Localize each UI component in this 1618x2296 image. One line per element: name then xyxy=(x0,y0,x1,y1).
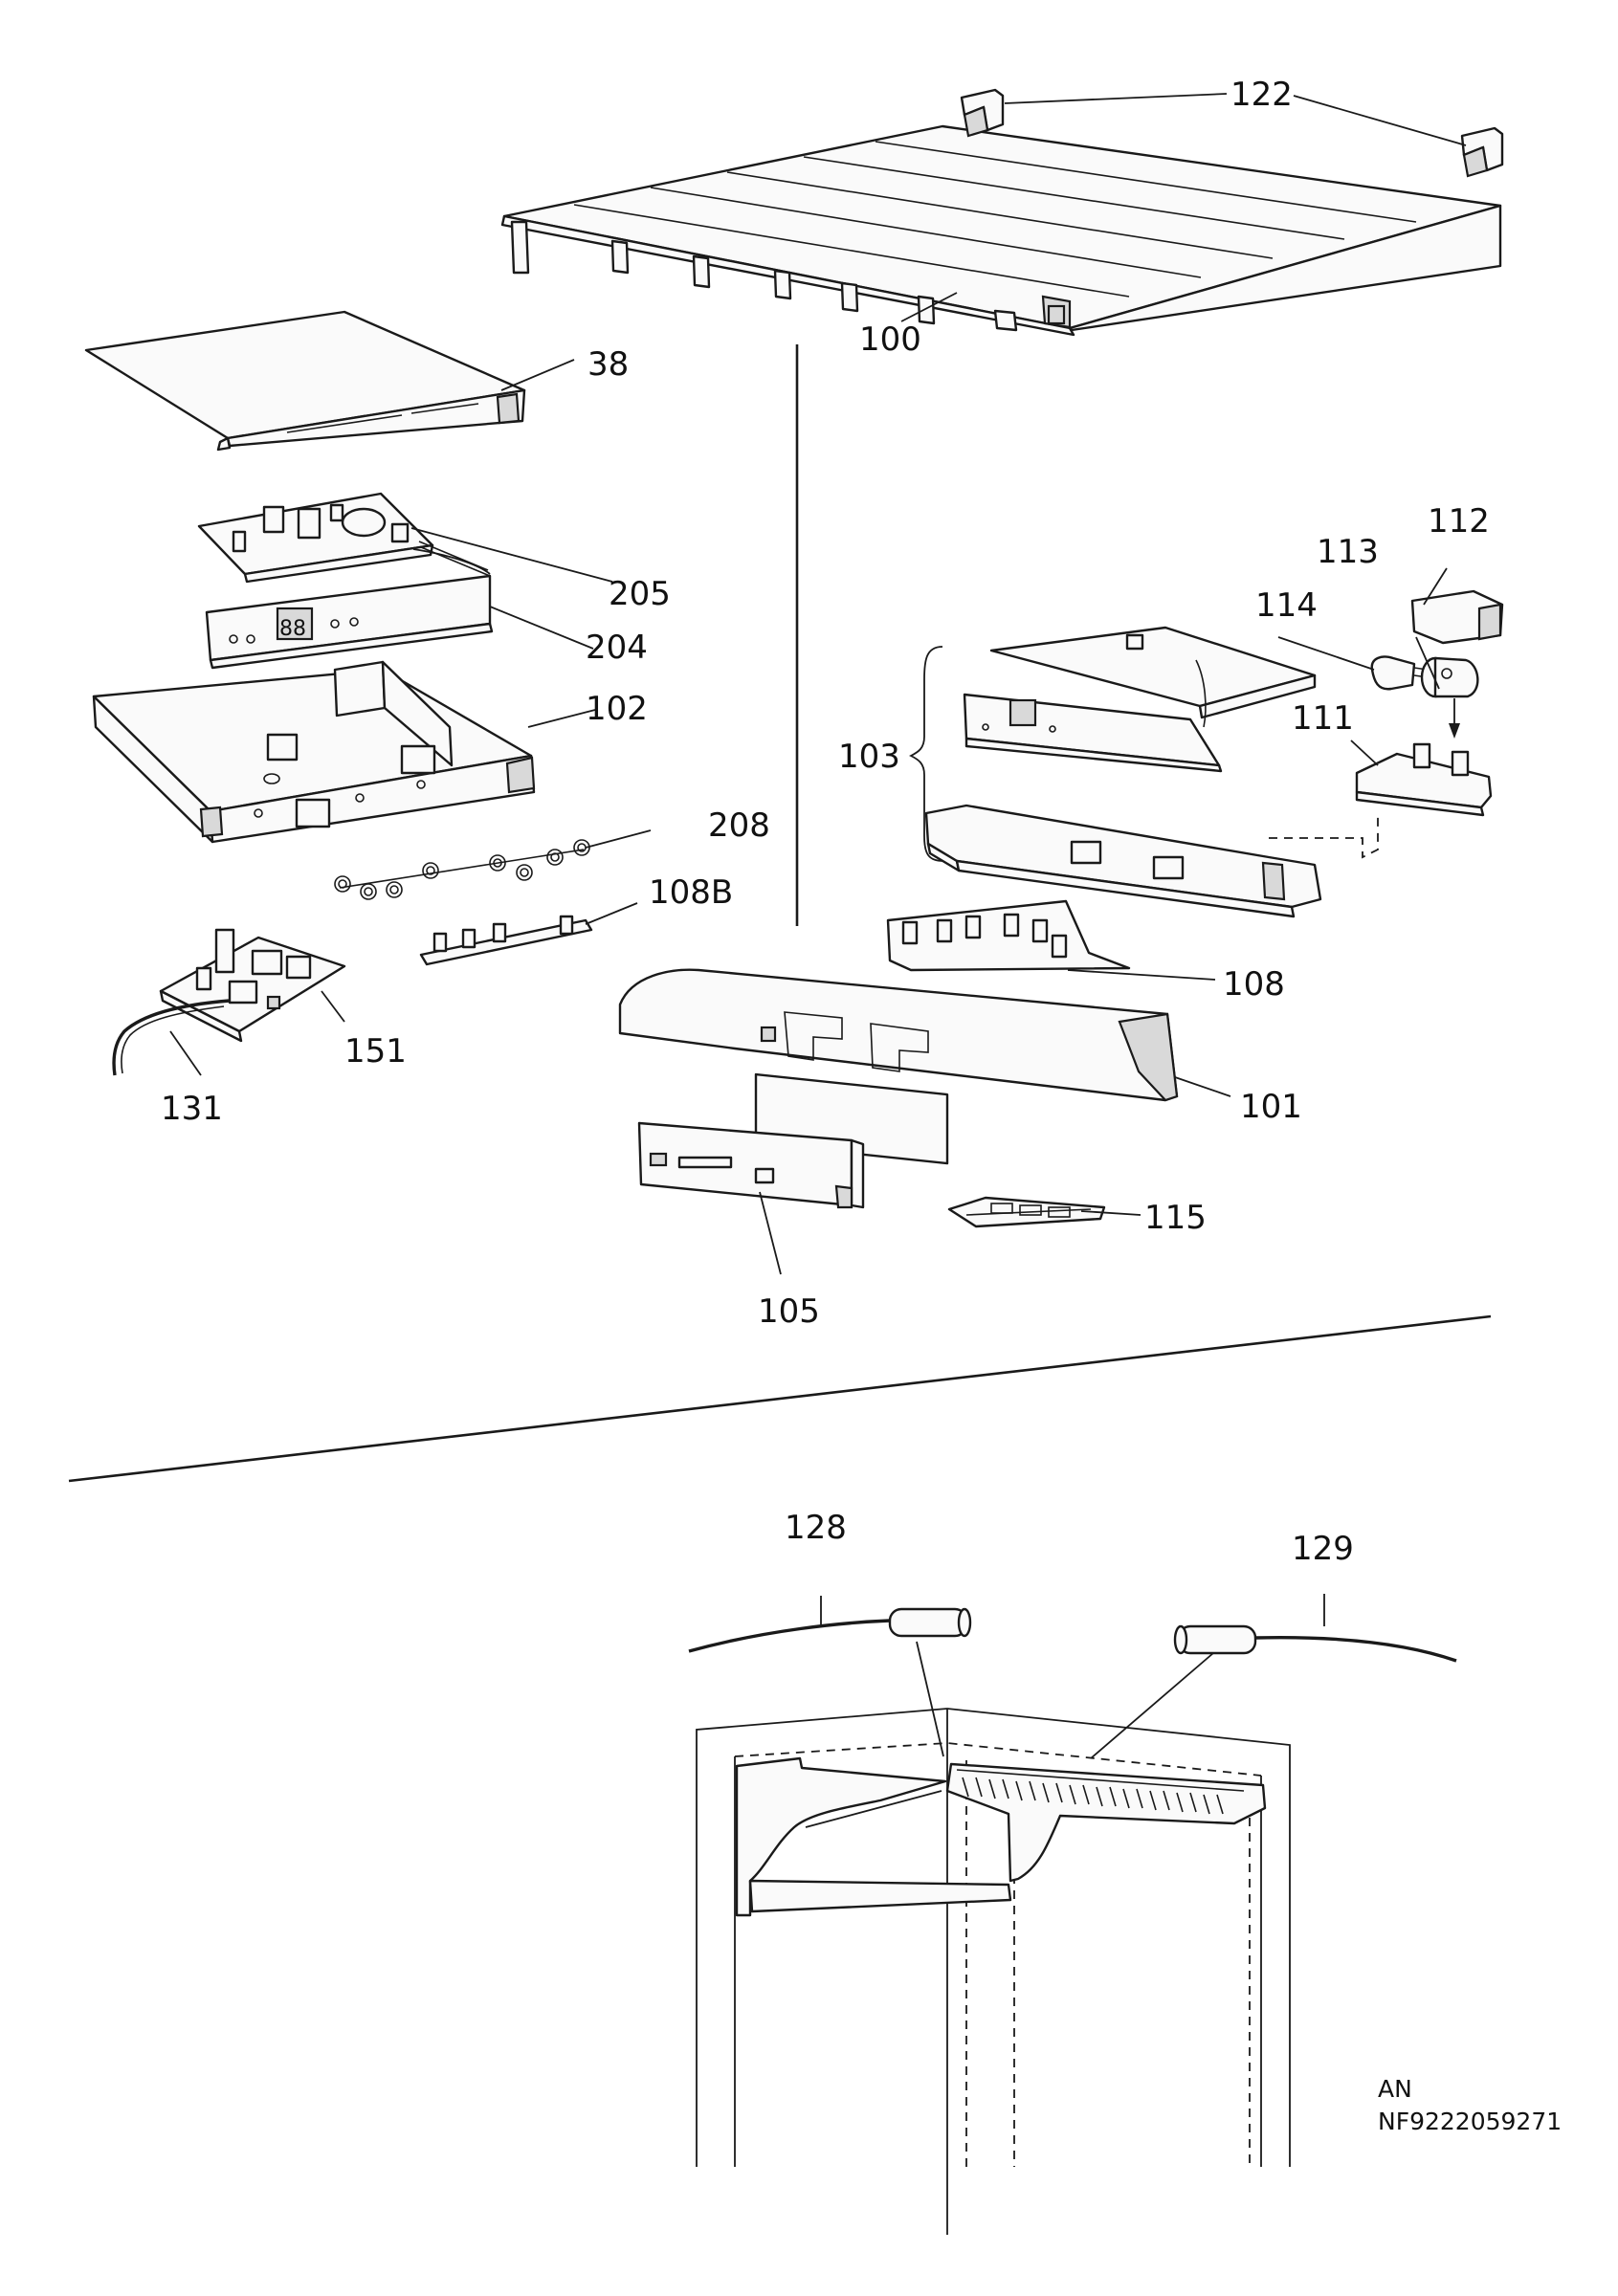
region-code: AN xyxy=(1378,2075,1412,2103)
callout-108: 108 xyxy=(1223,965,1285,1004)
fridge-cabinet-outline xyxy=(696,1641,1291,2235)
part-103-control-assembly xyxy=(908,626,1379,918)
callout-101: 101 xyxy=(1240,1088,1302,1126)
part-100-top-cover xyxy=(500,124,1502,337)
part-122-hinge-cap-left xyxy=(960,88,1005,138)
callout-100: 100 xyxy=(859,320,921,359)
document-code: NF9222059271 xyxy=(1378,2108,1562,2135)
callout-111: 111 xyxy=(1292,699,1354,738)
part-114-lamp-bulb xyxy=(1370,655,1429,691)
callout-204: 204 xyxy=(586,629,648,667)
part-129-sensor xyxy=(1173,1624,1457,1663)
part-151-power-pcb xyxy=(159,928,346,1043)
callout-38: 38 xyxy=(587,345,629,384)
callout-131: 131 xyxy=(161,1090,223,1128)
part-111-lamp-housing xyxy=(1355,742,1493,817)
callout-128: 128 xyxy=(785,1509,847,1547)
callout-102: 102 xyxy=(586,690,648,728)
callout-122: 122 xyxy=(1230,76,1293,114)
part-105-display-bezel xyxy=(637,1121,865,1209)
callout-129: 129 xyxy=(1292,1530,1354,1568)
callout-112: 112 xyxy=(1428,502,1490,541)
part-115-grille xyxy=(947,1196,1106,1228)
part-38-cover-plate xyxy=(84,310,526,452)
callout-114: 114 xyxy=(1255,586,1318,625)
part-208-spring-contacts xyxy=(334,839,590,900)
callout-151: 151 xyxy=(344,1032,407,1071)
callout-108B: 108B xyxy=(649,873,733,912)
callout-113: 113 xyxy=(1317,533,1379,571)
part-102-control-box xyxy=(92,660,536,844)
callout-115: 115 xyxy=(1144,1199,1207,1237)
callout-208: 208 xyxy=(708,806,770,845)
part-131-cable xyxy=(112,999,231,1076)
part-112-cap xyxy=(1410,589,1504,645)
leader-lines xyxy=(169,93,1467,1626)
callout-labels: 122 100 38 205 204 102 208 108B 151 131 … xyxy=(161,76,1490,1568)
part-108B-switch-strip xyxy=(419,915,593,966)
callout-205: 205 xyxy=(609,575,671,613)
part-128-sensor xyxy=(688,1607,972,1653)
part-205-control-pcb xyxy=(197,492,491,584)
part-204-display-pcb: 88 xyxy=(205,574,494,670)
part-108-switch-strip xyxy=(886,899,1131,972)
diagonal-divider xyxy=(68,1314,1492,1483)
callout-105: 105 xyxy=(758,1292,820,1331)
svg-text:88: 88 xyxy=(279,617,306,641)
callout-103: 103 xyxy=(838,738,900,776)
part-122-hinge-cap-right xyxy=(1460,126,1504,178)
part-113-lamp-holder xyxy=(1420,656,1479,739)
